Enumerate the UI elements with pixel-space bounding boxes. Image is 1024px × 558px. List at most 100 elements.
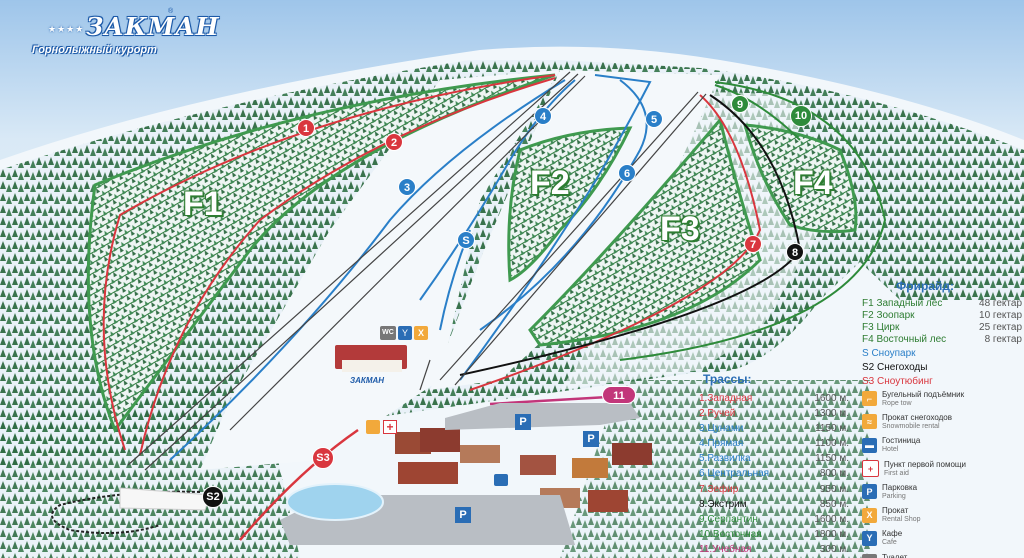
freeride-zone-size: 10 гектар xyxy=(979,310,1022,321)
freeride-zone-name: F1 Западный лес xyxy=(862,298,943,309)
resort-sign: ЗАКМАН xyxy=(350,376,385,385)
zone-label-f3: F3 xyxy=(660,210,700,248)
freeride-zone-f4 xyxy=(742,123,858,234)
legend-item: WCТуалетRestroom xyxy=(862,550,1022,558)
zone-label-f1: F1 xyxy=(183,185,223,223)
trail-badge-8: 8 xyxy=(786,243,804,261)
trail-name: 1.Западная xyxy=(699,393,753,404)
forest-lower-right xyxy=(560,380,870,558)
trail-badge-9: 9 xyxy=(731,95,749,113)
trail-length: 300 м. xyxy=(819,543,849,555)
trail-row: 11.Учебная 300 м. xyxy=(699,542,849,557)
legend-label: Пункт первой помощи xyxy=(884,459,966,469)
freeride-zone-f2 xyxy=(507,126,633,283)
trail-name: 9.Серпантин xyxy=(699,513,758,525)
snowtubing-badge: S3 xyxy=(312,447,334,469)
trail-2 xyxy=(139,77,556,456)
legend-label: Прокат xyxy=(882,506,909,516)
parking-area-upper xyxy=(445,403,640,430)
trail-badge-1: 1 xyxy=(297,119,315,137)
trail-3 xyxy=(169,79,566,461)
zone-label-f2: F2 xyxy=(530,164,570,202)
first-aid-icon: + xyxy=(383,420,397,434)
trail-row: 10.Восточная 1800 м. xyxy=(699,527,849,542)
zone-label-f4: F4 xyxy=(793,164,833,202)
cafe-icon: Y xyxy=(398,326,412,340)
legend-label: Бугельный подъёмник xyxy=(882,389,965,399)
legend-label-english: Parking xyxy=(882,492,906,500)
trail-row: 2.Ручей 1300 м. xyxy=(699,406,849,421)
lift-lines xyxy=(127,71,707,471)
snowpark-badge: S xyxy=(457,231,475,249)
logo-stars: ★★★★ xyxy=(48,24,85,34)
freeride-zone-name: F4 Восточный лес xyxy=(862,334,947,345)
trail-badge-5: 5 xyxy=(645,110,663,128)
trail-4 xyxy=(419,79,576,301)
logo-registered-mark: ® xyxy=(168,8,174,15)
snowmobile-area xyxy=(119,487,211,511)
trail-name: 2.Ручей xyxy=(699,408,736,420)
legend-label: Туалет xyxy=(882,552,908,558)
hotel-icon: ▬ xyxy=(862,437,877,453)
freeride-title: Фрирайд: xyxy=(896,279,954,293)
trail-row: 1.Западная 1600 м. xyxy=(699,391,849,406)
trail-name: 10.Восточная xyxy=(699,528,762,540)
legend-label-english: Snowmobile rental xyxy=(882,422,940,430)
freeride-zone-name: F3 Цирк xyxy=(862,322,900,333)
trail-badge-11: 11 xyxy=(602,386,636,404)
logo-subtitle: Горнолыжный курорт xyxy=(32,44,157,56)
trail-badge-2: 2 xyxy=(385,133,403,151)
first-aid-icon: + xyxy=(862,460,879,478)
trail-badge-3: 3 xyxy=(398,178,416,196)
trail-badge-4: 4 xyxy=(534,107,552,125)
trail-5 xyxy=(459,74,652,381)
parking-icon: P xyxy=(583,431,599,447)
parking-icon: P xyxy=(862,484,877,500)
trail-badge-6: 6 xyxy=(618,164,636,182)
cafe-icon: Y xyxy=(862,530,877,546)
buildings xyxy=(335,345,652,512)
rope-tow-icon: ⌐ xyxy=(862,391,877,407)
trail-name: 11.Учебная xyxy=(699,543,752,555)
trail-length: 1600 м. xyxy=(814,393,849,404)
activity-legend-item: S Сноупарк xyxy=(862,348,916,359)
snowmobile-badge: S2 xyxy=(202,486,224,508)
parking-icon: P xyxy=(515,414,531,430)
trail-1 xyxy=(102,74,556,451)
legend-label-english: Rope tow xyxy=(882,399,912,407)
freeride-zone-f3 xyxy=(528,116,762,347)
snowmobile-icon xyxy=(366,420,380,434)
logo-title: ЗАКМАН xyxy=(86,12,220,41)
trail-name: 8.Экстрим xyxy=(699,498,747,510)
trail-8 xyxy=(459,94,802,376)
freeride-row: F3 Цирк 25 гектар xyxy=(862,322,1022,334)
trail-length: 1150 м. xyxy=(815,453,849,465)
resort-logo: ★★★★ ЗАКМАН ® Горнолыжный курорт xyxy=(28,6,218,62)
legend-label-english: Cafe xyxy=(882,539,897,547)
activity-legend-item: S2 Снегоходы xyxy=(862,362,928,373)
trail-length: 1100 м. xyxy=(815,438,849,450)
freeride-zone-size: 25 гектар xyxy=(979,322,1022,333)
legend-label: Прокат снегоходов xyxy=(882,412,953,422)
rental-shop-icon: X xyxy=(862,507,877,523)
legend-label: Парковка xyxy=(882,482,918,492)
freeride-zone-f1 xyxy=(86,73,556,434)
snowtubing-trail xyxy=(239,428,359,541)
trail-length: 1300 м. xyxy=(814,408,849,420)
trail-length: 1800 м. xyxy=(814,528,849,540)
skating-rink xyxy=(286,483,384,521)
rental-shop-icon: X xyxy=(414,326,428,340)
